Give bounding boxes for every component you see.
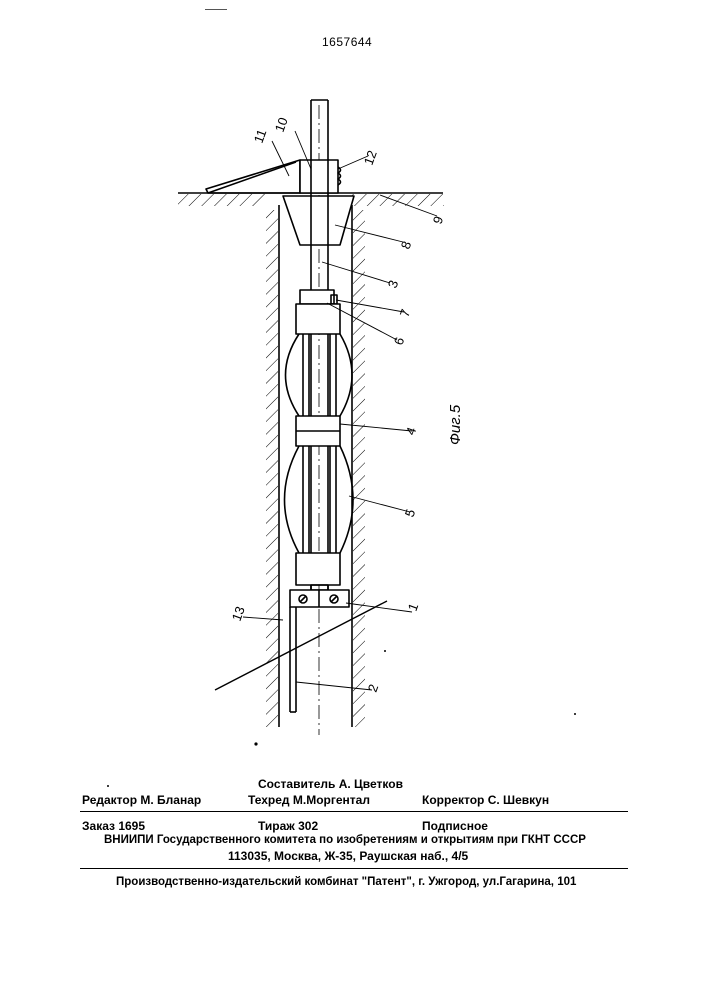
institute-line: ВНИИПИ Государственного комитета по изоб… xyxy=(104,834,586,846)
speckle-dots xyxy=(107,650,576,787)
composer-line: Составитель А. Цветков xyxy=(258,777,403,791)
circulation-line: Тираж 302 xyxy=(258,819,318,833)
callout-11: 11 xyxy=(251,127,270,145)
divider-top xyxy=(80,811,628,812)
bottom-clamp xyxy=(290,590,349,607)
lower-collar xyxy=(296,553,340,590)
subscription-line: Подписное xyxy=(422,819,488,833)
figure-label: Фиг.5 xyxy=(447,404,464,445)
guide-strip xyxy=(290,607,296,712)
callout-5: 5 xyxy=(402,507,419,519)
borehole-wall xyxy=(266,205,365,727)
upper-collar xyxy=(296,290,340,334)
publisher-line: Производственно-издательский комбинат "П… xyxy=(116,876,576,888)
callout-3: 3 xyxy=(385,278,402,290)
techred-line: Техред М.Моргентал xyxy=(248,793,370,807)
divider-bottom xyxy=(80,868,628,869)
order-line: Заказ 1695 xyxy=(82,819,145,833)
callout-7: 7 xyxy=(397,307,414,319)
callout-6: 6 xyxy=(391,335,408,347)
callout-2: 2 xyxy=(365,682,382,694)
address-line: 113035, Москва, Ж-35, Раушская наб., 4/5 xyxy=(228,849,468,863)
editor-line: Редактор М. Бланар xyxy=(82,793,201,807)
callout-9: 9 xyxy=(430,214,447,226)
funnel xyxy=(283,196,354,245)
callout-13: 13 xyxy=(229,604,248,623)
callout-10: 10 xyxy=(272,115,291,134)
middle-sleeve xyxy=(296,416,340,446)
callout-8: 8 xyxy=(398,239,415,251)
callout-4: 4 xyxy=(403,425,420,437)
corrector-line: Корректор С. Шевкун xyxy=(422,793,549,807)
callout-12: 12 xyxy=(361,148,380,167)
surface-clamp xyxy=(206,160,341,193)
